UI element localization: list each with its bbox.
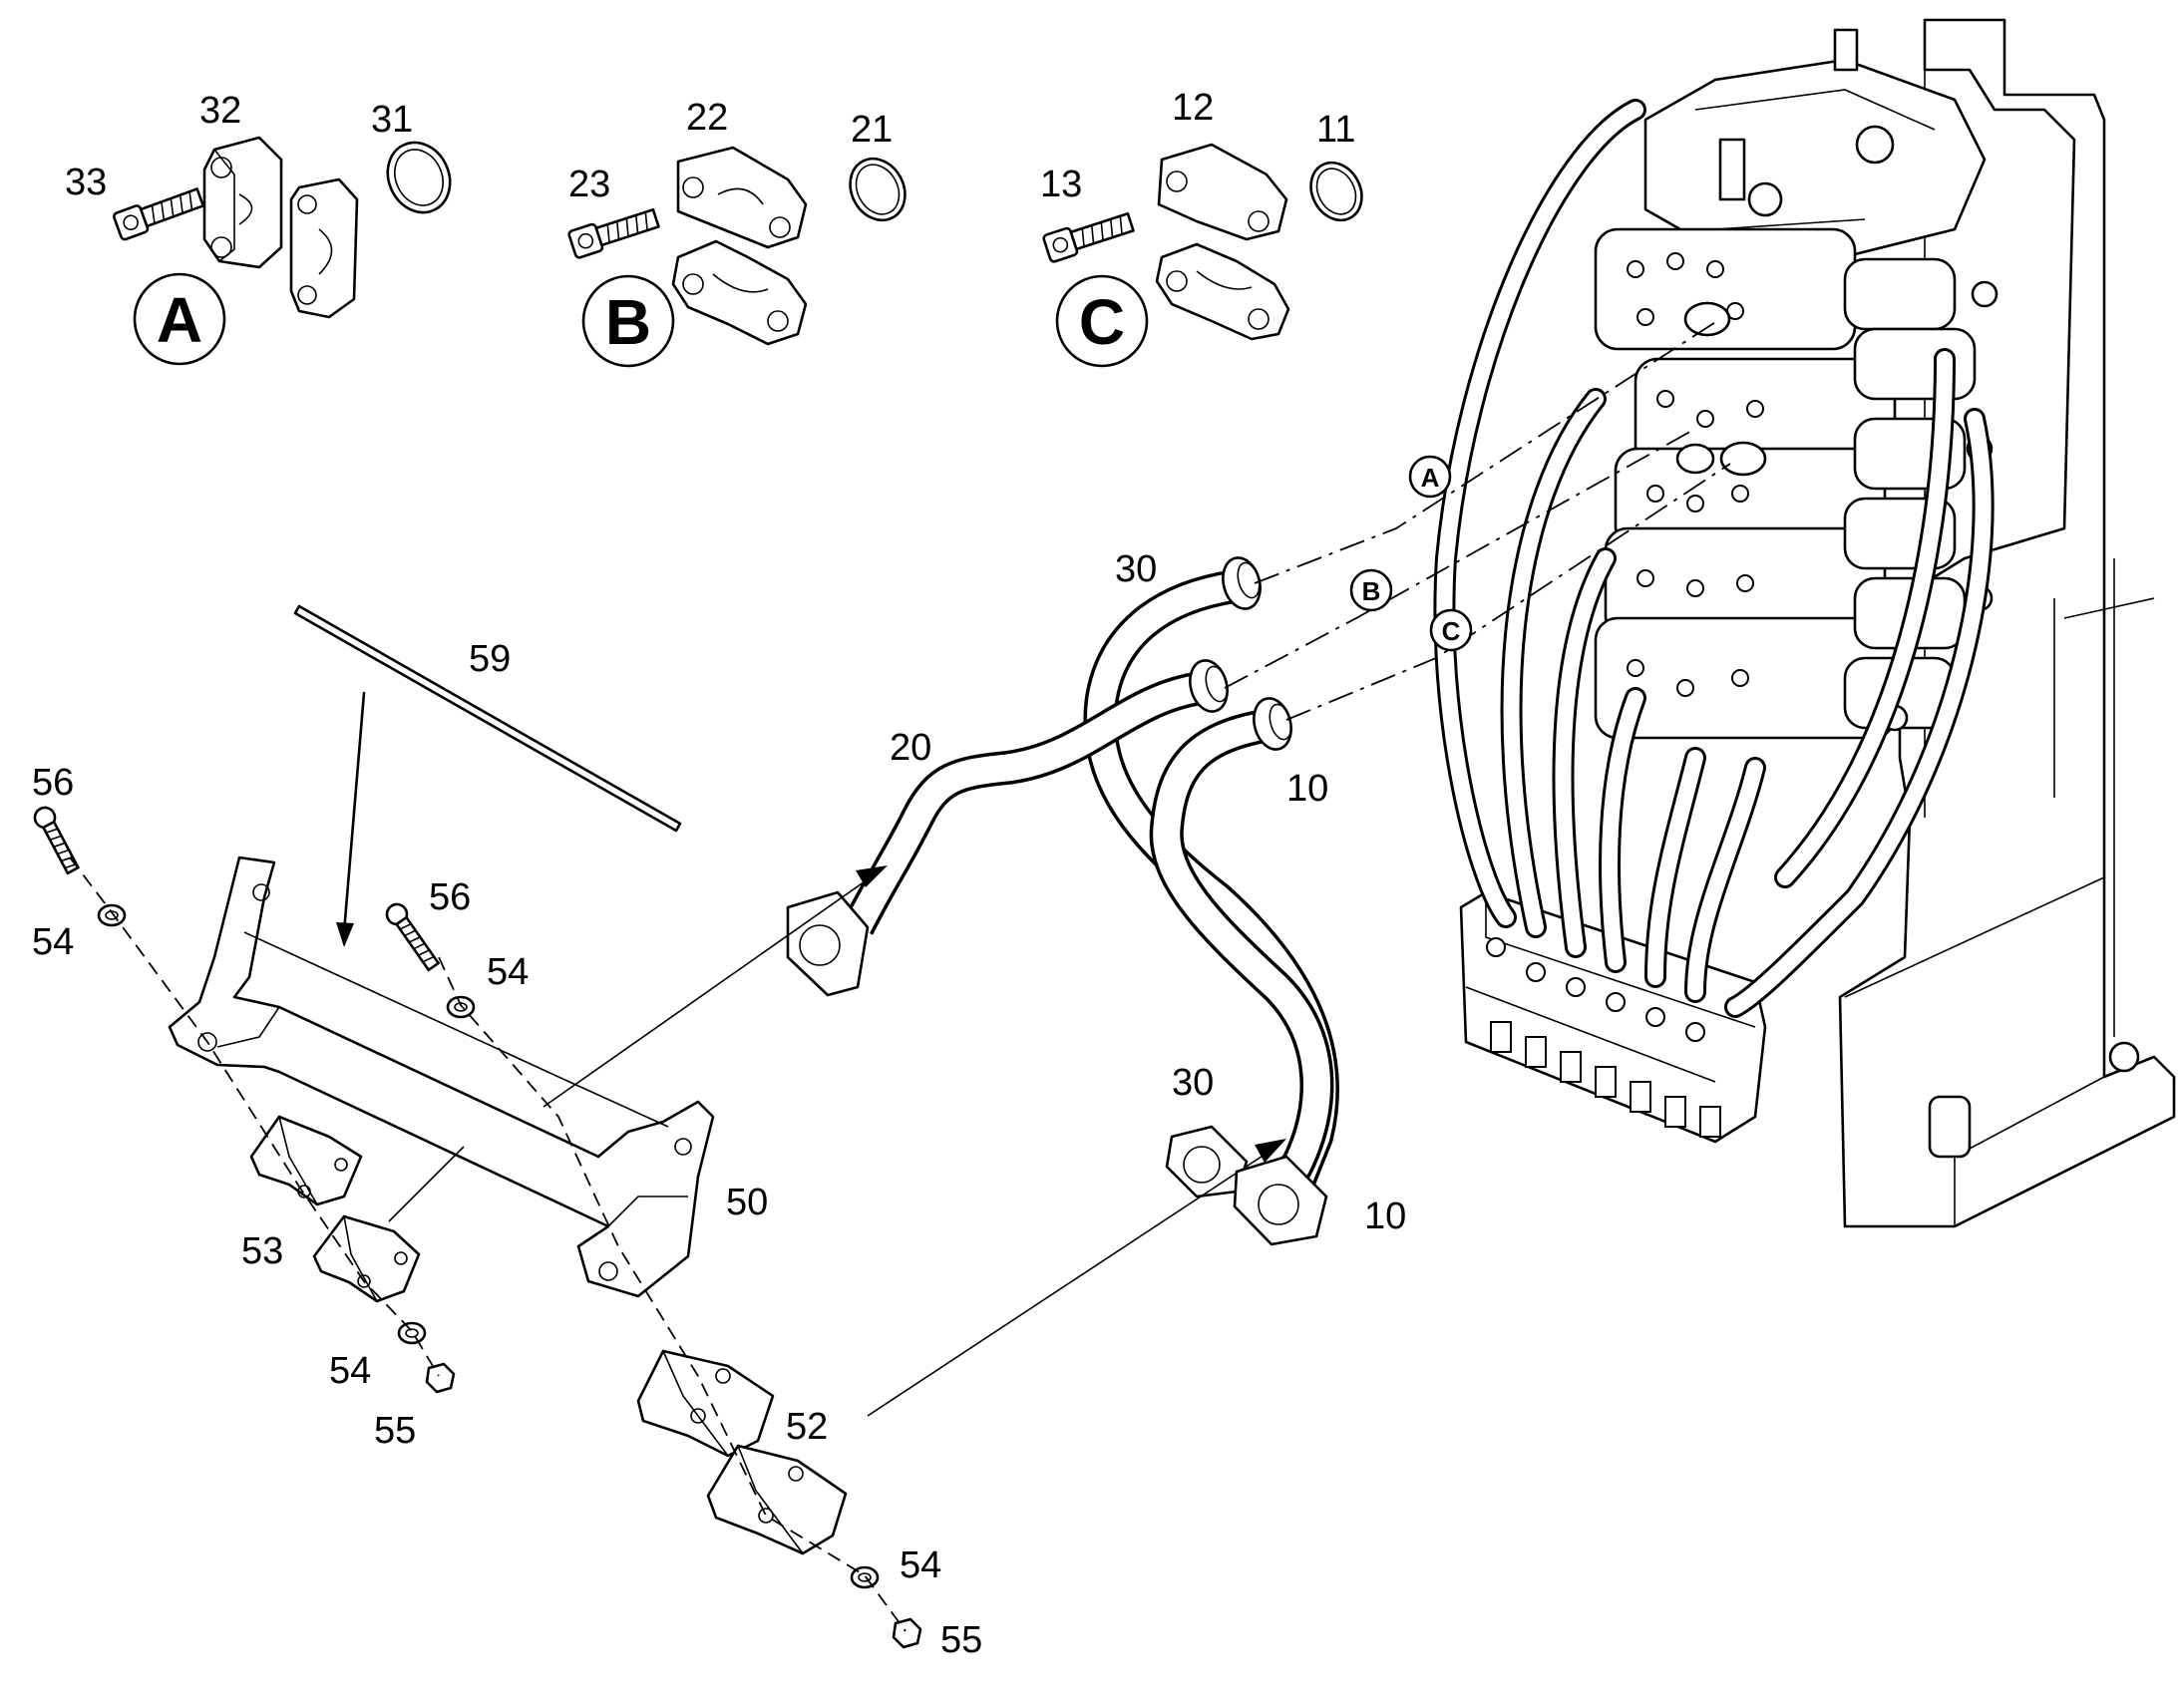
label-33: 33: [65, 162, 107, 203]
label-54-low: 54: [329, 1350, 371, 1392]
mounting-frame: [1838, 18, 2176, 1228]
port-letter-b: B: [1362, 576, 1381, 606]
bolt-13: [1042, 211, 1135, 263]
kit-letter-c: C: [1079, 286, 1125, 358]
port-marker-b: B: [1349, 568, 1393, 612]
split-flange-12b: [1155, 242, 1290, 341]
clamp-53b: [312, 1214, 421, 1303]
kit-letter-a: A: [157, 284, 202, 356]
hydraulic-hoses: [1433, 99, 1995, 1018]
label-55-right: 55: [940, 1619, 982, 1661]
bolt-56-left: [33, 806, 80, 875]
label-30-top: 30: [1115, 548, 1157, 590]
split-flange-32: [202, 136, 283, 269]
washer-54-left: [97, 903, 127, 927]
clamp-52a: [636, 1349, 775, 1458]
port-leader-lines: [1224, 318, 1731, 721]
o-ring-11: [1309, 161, 1363, 222]
pipe-fittings-top: [1189, 556, 1292, 751]
label-54-left: 54: [32, 921, 74, 963]
alignment-lines: [69, 856, 907, 1632]
label-56-left: 56: [32, 762, 74, 804]
label-54-mid: 54: [487, 951, 529, 993]
label-52: 52: [786, 1406, 828, 1448]
rod-59: [293, 604, 682, 947]
clamp-53a: [249, 1115, 363, 1206]
kit-c: C 13 12 11: [1040, 87, 1363, 368]
valve-block-assembly: [1433, 18, 2176, 1228]
kit-letter-b-badge: B: [581, 274, 675, 368]
label-53: 53: [241, 1230, 283, 1272]
label-12: 12: [1172, 87, 1214, 129]
label-10-bottom: 10: [1364, 1196, 1406, 1237]
kit-letter-b: B: [605, 286, 651, 358]
label-10-top: 10: [1286, 768, 1328, 810]
washer-54-mid: [446, 995, 476, 1019]
pipe-flange-bottom: [786, 890, 1328, 1246]
label-21: 21: [851, 109, 893, 151]
bracket-50: [168, 855, 715, 1298]
label-56-mid: 56: [429, 876, 471, 918]
kit-letter-a-badge: A: [133, 272, 226, 366]
label-55-left: 55: [374, 1410, 416, 1452]
label-30-bottom: 30: [1172, 1062, 1214, 1104]
label-31: 31: [371, 99, 413, 141]
split-flange-22b: [671, 239, 808, 346]
nut-55-right: [892, 1617, 922, 1649]
port-marker-c: C: [1429, 608, 1473, 652]
kit-a: A 33 32 31: [65, 90, 452, 366]
pipe-assembly: [543, 556, 1339, 1417]
label-59: 59: [469, 638, 511, 680]
label-50: 50: [726, 1182, 768, 1223]
port-letter-a: A: [1421, 463, 1440, 493]
port-marker-a: A: [1408, 455, 1452, 499]
washer-54-low: [397, 1321, 427, 1345]
label-13: 13: [1040, 164, 1082, 205]
split-flange-22: [676, 146, 808, 249]
split-flange-32b: [289, 177, 359, 319]
kit-b: B 23 22 21: [567, 97, 907, 368]
o-ring-21: [849, 157, 907, 222]
callout-labels: 30 20 10 59 56 56 54 54 50 53 54 55 52 5…: [32, 548, 1406, 1661]
label-11: 11: [1316, 109, 1355, 151]
label-54-right: 54: [900, 1544, 941, 1586]
split-flange-12: [1157, 143, 1288, 241]
label-22: 22: [686, 97, 728, 139]
label-20: 20: [890, 727, 931, 769]
nut-55-left: [425, 1362, 456, 1394]
clamp-52b: [706, 1444, 848, 1555]
bolt-56-mid: [385, 902, 440, 972]
label-23: 23: [568, 164, 610, 205]
kit-letter-c-badge: C: [1055, 274, 1149, 368]
label-32: 32: [199, 90, 241, 132]
bolt-33: [113, 187, 205, 241]
bolt-23: [567, 207, 660, 259]
o-ring-31: [386, 141, 452, 214]
port-letter-c: C: [1442, 616, 1461, 646]
